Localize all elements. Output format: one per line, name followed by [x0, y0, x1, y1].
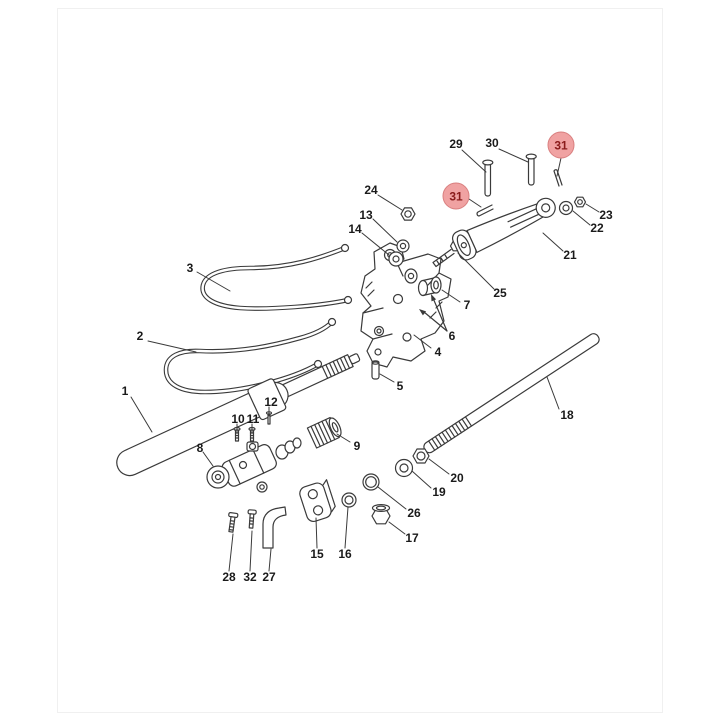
- callout-4: 4: [434, 345, 442, 359]
- callout-31-highlight-top[interactable]: 31: [547, 131, 575, 159]
- callout-30: 30: [485, 136, 499, 150]
- part-16-o-ring: [341, 492, 357, 508]
- part-30-clevis-pin: [525, 153, 537, 186]
- part-9-coupler: [306, 416, 342, 449]
- callout-10: 10: [231, 412, 245, 426]
- part-7-bushing: [417, 276, 442, 297]
- callout-2: 2: [136, 329, 144, 343]
- part-13-washer: [396, 239, 410, 253]
- callout-27: 27: [262, 570, 276, 584]
- callout-9: 9: [353, 439, 361, 453]
- part-6-arrows: [419, 294, 448, 332]
- part-10-screw: [233, 426, 241, 442]
- part-2-hydraulic-tube: [163, 317, 337, 395]
- callout-6: 6: [448, 329, 456, 343]
- part-5-pin: [371, 360, 380, 380]
- callout-28: 28: [222, 570, 236, 584]
- callout-22: 22: [590, 221, 604, 235]
- part-14-lockwasher: [388, 251, 404, 267]
- part-26-seal-ring: [362, 473, 380, 491]
- callout-23: 23: [599, 208, 613, 222]
- callout-8: 8: [196, 441, 204, 455]
- callout-25: 25: [493, 286, 507, 300]
- callout-16: 16: [338, 547, 352, 561]
- part-28-screw: [228, 512, 239, 533]
- part-23-nut: [573, 196, 587, 208]
- part-15-mounting-block: [299, 479, 336, 523]
- callout-29: 29: [449, 137, 463, 151]
- callout-3: 3: [186, 261, 194, 275]
- callout-32: 32: [243, 570, 257, 584]
- part-3-hydraulic-tube: [200, 243, 353, 311]
- callout-18: 18: [560, 408, 574, 422]
- callout-17: 17: [405, 531, 419, 545]
- callout-5: 5: [396, 379, 404, 393]
- part-1-cylinder-tube: [116, 353, 361, 477]
- callout-14: 14: [348, 222, 362, 236]
- part-18-steering-rod: [423, 333, 600, 454]
- callout-1: 1: [121, 384, 129, 398]
- callout-15: 15: [310, 547, 324, 561]
- callout-11: 11: [246, 412, 260, 426]
- scanned-page-edge: [57, 8, 663, 713]
- callout-12: 12: [264, 395, 278, 409]
- callout-13: 13: [359, 208, 373, 222]
- callout-24: 24: [364, 183, 378, 197]
- part-27-retainer-bracket: [262, 506, 287, 549]
- part-17-hex-plug: [371, 504, 391, 525]
- callout-26: 26: [407, 506, 421, 520]
- part-24-nut: [400, 207, 416, 221]
- callout-20: 20: [450, 471, 464, 485]
- callout-19: 19: [432, 485, 446, 499]
- part-20-nut: [412, 448, 430, 464]
- part-31-cotter-pin-mid: [476, 204, 494, 217]
- part-21-clevis-fork: [451, 197, 556, 261]
- part-8-valve-body: [206, 437, 302, 493]
- callout-7: 7: [463, 298, 471, 312]
- part-19-washer: [394, 458, 414, 478]
- leader-lines: [130, 148, 600, 572]
- part-22-washer: [558, 200, 574, 216]
- callout-31-highlight-mid[interactable]: 31: [442, 182, 470, 210]
- part-29-clevis-pin: [482, 159, 494, 197]
- part-32-screw: [247, 509, 257, 529]
- callout-21: 21: [563, 248, 577, 262]
